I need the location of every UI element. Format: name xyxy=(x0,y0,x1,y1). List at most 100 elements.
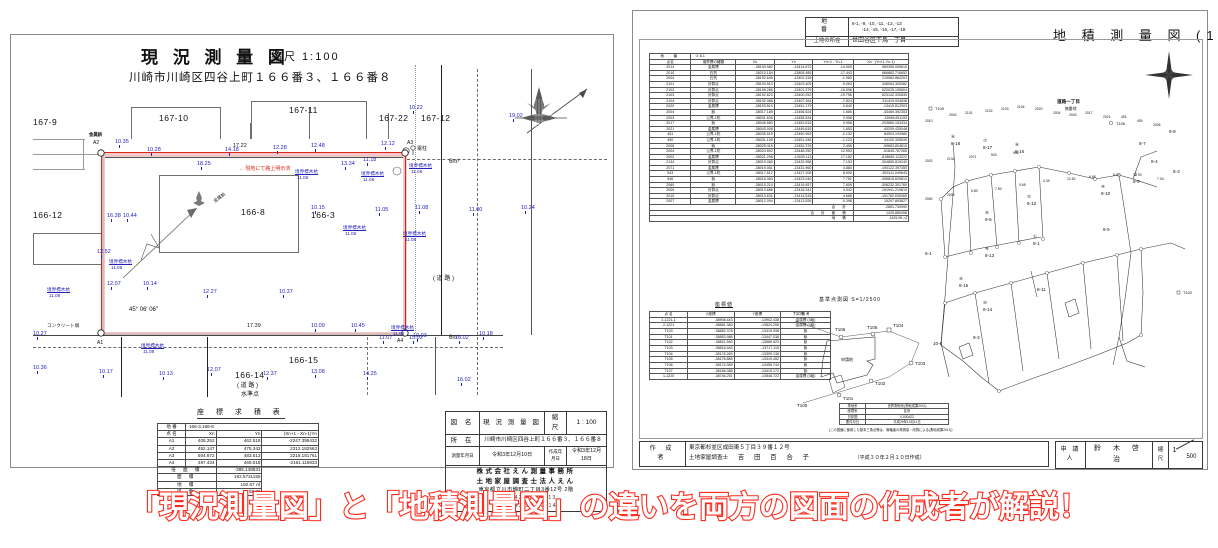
parcel-label: 8-15 xyxy=(959,283,969,288)
coord-table-cell: -13848.722 xyxy=(733,373,782,381)
calc-table-cell: 346064.305382 xyxy=(852,81,910,88)
corner-label-a4: A4 xyxy=(397,338,404,344)
parcel-label: 10-6 xyxy=(933,341,943,346)
blue-dimension-tick xyxy=(147,287,148,290)
applicant-label: 申 請 人 xyxy=(1055,441,1086,469)
firm-name-1: 株式会社えん測量事務所 xyxy=(476,467,576,475)
boundary-marker-note: 境界標木杭 xyxy=(141,343,164,348)
north-arrow-icon xyxy=(509,85,599,155)
calc-table-cell: 2101 xyxy=(648,81,692,88)
calc-table-cell: -43469.392353 xyxy=(852,108,910,116)
parcel-label: 9-3 xyxy=(973,335,980,340)
coord-table-title: 座標値 xyxy=(715,302,734,308)
parcel-label: 8-12 xyxy=(1027,201,1037,206)
blue-dimension-label: 14.25 xyxy=(363,371,377,377)
blue-dimension-tick xyxy=(267,377,268,380)
blue-dimension-label: 14.18 xyxy=(225,147,239,153)
mini-map-title: 基準点測図 S=1/2500 xyxy=(819,297,881,303)
building-outline xyxy=(159,175,299,253)
blue-dimension-label: 10.37 xyxy=(279,289,293,295)
area-table-cell: Yn xyxy=(215,430,263,439)
valve-icon xyxy=(392,166,402,176)
map-point-number: 2017 xyxy=(1085,111,1093,115)
blue-dimension-tick xyxy=(461,383,462,386)
parcel-circled-number: ④ xyxy=(1101,184,1105,189)
road-note-right: ( 道 路 ) xyxy=(433,276,454,282)
svg-text:T106: T106 xyxy=(1116,121,1126,126)
firm-name-2: 土地家屋調査士法人えん xyxy=(476,477,576,485)
boundary-marker-note: 境界標木杭 xyxy=(409,163,432,168)
right-header-row-chiban: 地 番 8-1, -9, -10, -11, -12, -13 -14, -15… xyxy=(804,17,960,37)
area-table-cell: 475.343 xyxy=(215,444,263,453)
map-point-number: 2134 xyxy=(947,157,955,161)
blue-dimension-tick xyxy=(367,163,368,166)
map-point-number: 7.04 xyxy=(1157,177,1164,181)
concrete-wall-note: コンクリート塀 xyxy=(47,323,80,328)
blue-dimension-label: 16.38 xyxy=(107,213,121,219)
boundary-marker-note: 境界標木杭 xyxy=(391,325,414,330)
calc-table-cell: 石杭 xyxy=(690,75,737,82)
map-point-number: 2004 xyxy=(949,113,957,117)
blue-dimension-tick xyxy=(127,219,128,222)
author-date: （平成３０年２月１０日作成） xyxy=(854,455,925,462)
svg-text:T106: T106 xyxy=(835,327,846,332)
map-point-number: 2009 xyxy=(947,193,955,197)
right-header-label-chiban: 地 番 xyxy=(804,17,851,37)
blue-dimension-label: 12.07 xyxy=(107,281,121,287)
right-header-table: 地 番 8-1, -9, -10, -11, -12, -13 -14, -15… xyxy=(804,17,960,48)
survey-point-a4-icon xyxy=(401,329,409,337)
calc-table-cell: 金属標 xyxy=(690,64,737,71)
calc-table-cell: 5.958 xyxy=(812,120,854,127)
blue-dimension-tick xyxy=(111,287,112,290)
blue-dimension-tick xyxy=(383,341,384,344)
blue-dimension-tick xyxy=(473,213,474,216)
calc-table-cell: 計算点 xyxy=(690,86,737,94)
calc-table-cell: 2003 xyxy=(648,114,692,122)
calc-table-cell: 計算点 xyxy=(690,92,737,99)
area-table-row: 倍 面 積-385.148531 xyxy=(157,466,319,475)
area-table-cell: -2247.395432 xyxy=(261,437,319,446)
area-table-cell: 面 積 xyxy=(157,473,217,482)
right-header-row-location: 土地の所在 世田谷区下馬一丁目 xyxy=(804,35,960,48)
map-point-number: 2060 xyxy=(925,197,933,201)
svg-text:申請地: 申請地 xyxy=(841,356,853,362)
boundary-band-top xyxy=(101,153,407,157)
calc-table-cell: 鋲 xyxy=(690,120,737,127)
parcel-circled-number: ⑨ xyxy=(959,276,963,281)
map-point-number: 2104 xyxy=(1017,105,1025,109)
boundary-redline-left xyxy=(101,153,102,335)
corner-label-a3: A3 xyxy=(407,140,414,146)
blue-dimension-label: 11.08 xyxy=(415,205,429,211)
blue-dimension-tick xyxy=(111,219,112,222)
map-point-number: 12.52 xyxy=(1067,177,1076,181)
boundary-marker-value: 11.08 xyxy=(393,331,405,336)
right-body-frame xyxy=(639,39,1203,439)
photo-direction-arrow-icon xyxy=(122,191,205,279)
blue-dimension-label: 10.27 xyxy=(33,331,47,337)
title-block-value-surveydate: 令和3年12月10日 xyxy=(479,446,545,466)
parcel-circled-number: ⑧ xyxy=(985,246,989,251)
blue-dimension-tick xyxy=(101,255,102,258)
parcel-circled-number: ⑥ xyxy=(985,210,989,215)
calc-table-cell: 金属標 xyxy=(690,103,737,110)
road-line-v2 xyxy=(207,337,208,397)
road-centerline-bottom xyxy=(33,335,503,336)
area-table-cell: 504.672 xyxy=(185,451,217,460)
title-block-row-location: 所 在 川崎市川崎区四谷上町１６６番３、１６６番８ xyxy=(445,433,607,448)
map-point-number: 2010 xyxy=(925,119,933,123)
parcel-label: 8-11 xyxy=(1037,287,1046,292)
calc-table-cell: -13415.812903 xyxy=(852,103,910,110)
blue-dimension-tick xyxy=(417,339,418,342)
map-point-number: 546 xyxy=(1013,151,1019,155)
calc-table-cell: 311419.934838 xyxy=(852,97,910,105)
parcel-label: 8-16 xyxy=(1015,149,1025,154)
